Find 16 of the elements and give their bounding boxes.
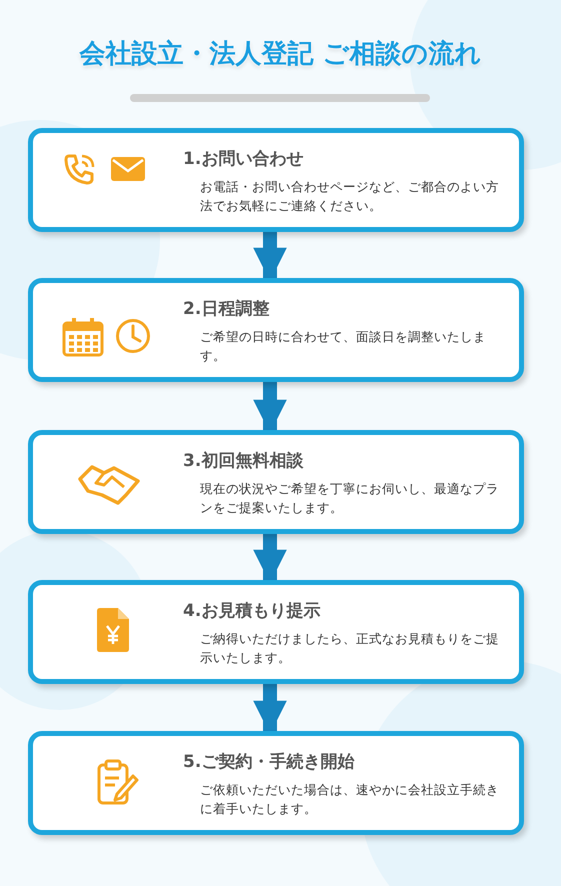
step-box [28, 278, 524, 382]
step-box [28, 430, 524, 534]
step-description: ご希望の日時に合わせて、面談日を調整いたします。 [200, 328, 487, 365]
step-box [28, 580, 524, 684]
step-heading: 1.お問い合わせ [183, 148, 304, 170]
step-box [28, 731, 524, 835]
step-description: お電話・お問い合わせページなど、ご都合のよい方法でお気軽にご連絡ください。 [200, 178, 500, 215]
step-description: 現在の状況やご希望を丁寧にお伺いし、最適なプランをご提案いたします。 [200, 480, 500, 517]
step-description: ご納得いただけましたら、正式なお見積もりをご提示いたします。 [200, 630, 500, 667]
step-heading: 5.ご契約・手続き開始 [183, 751, 354, 773]
step-heading: 4.お見積もり提示 [183, 600, 320, 622]
step-heading: 2.日程調整 [183, 298, 270, 320]
step-box [28, 128, 524, 232]
title: 会社設立・法人登記 ご相談の流れ [78, 38, 483, 71]
step-description: ご依頼いただいた場合は、速やかに会社設立手続きに着手いたします。 [200, 781, 500, 818]
step-heading: 3.初回無料相談 [183, 450, 304, 472]
